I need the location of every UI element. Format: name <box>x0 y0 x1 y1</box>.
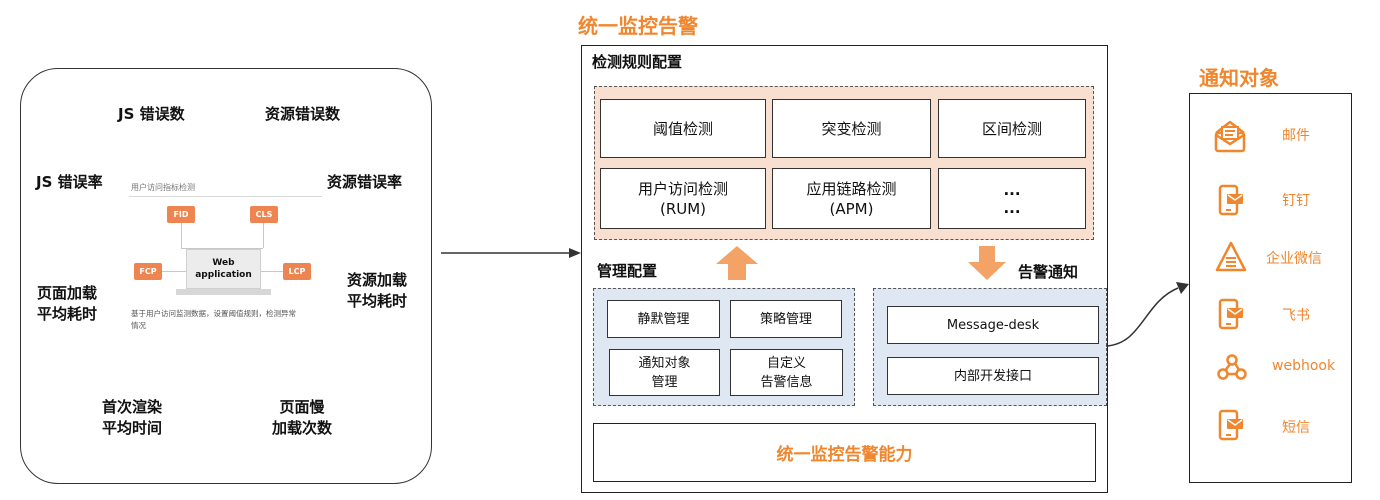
phone-message-icon <box>1218 409 1243 441</box>
main-title: 统一监控告警 <box>578 14 698 38</box>
management-config-label: 管理配置 <box>597 262 658 280</box>
mgmt-silence: 静默管理 <box>607 300 720 338</box>
up-arrow <box>716 246 758 280</box>
metric-js-error-rate: JS 错误率 <box>36 173 103 191</box>
rule-apm-detection: 应用链路检测 (APM) <box>772 168 931 229</box>
input-arrow <box>441 248 581 258</box>
notify-targets-frame <box>1189 93 1352 483</box>
thumb-tag-cls: CLS <box>250 206 278 223</box>
thumb-tag-lcp: LCP <box>283 263 311 280</box>
rule-rum-detection: 用户访问检测 (RUM) <box>600 168 766 229</box>
main-frame <box>581 45 1108 493</box>
down-arrow <box>968 246 1006 280</box>
rule-threshold-detection: 阈值检测 <box>600 99 766 158</box>
metric-js-error-count: JS 错误数 <box>118 105 185 123</box>
metric-slow-load: 页面慢 加载次数 <box>272 398 333 437</box>
rule-more: ... ... <box>938 168 1086 229</box>
notify-internal-api: 内部开发接口 <box>887 357 1099 395</box>
rule-config-label: 检测规则配置 <box>592 53 683 71</box>
rule-interval-detection: 区间检测 <box>938 99 1086 158</box>
thumb-tag-fcp: FCP <box>134 263 162 280</box>
rule-mutation-detection: 突变检测 <box>772 99 931 158</box>
notify-dingtalk-label: 钉钉 <box>1282 193 1310 209</box>
phone-message-icon <box>1218 184 1243 216</box>
metric-page-load-avg: 页面加载 平均耗时 <box>37 284 98 323</box>
mail-icon <box>1214 120 1246 153</box>
notify-message-desk: Message-desk <box>887 306 1099 344</box>
capability-bar: 统一监控告警能力 <box>593 423 1096 482</box>
phone-message-icon <box>1218 298 1243 330</box>
mgmt-custom-alert: 自定义 告警信息 <box>730 349 843 396</box>
web-application-stand <box>176 289 271 295</box>
notify-feishu-label: 飞书 <box>1282 308 1310 324</box>
notify-curve-arrow <box>1105 282 1189 347</box>
metric-resource-error-count: 资源错误数 <box>265 105 341 123</box>
notify-webhook-label: webhook <box>1272 358 1336 374</box>
thumbnail-description: 基于用户访问监测数据，设置阈值规则，检测异常 情况 <box>131 309 296 330</box>
notify-email-label: 邮件 <box>1282 128 1310 144</box>
thumbnail-divider <box>129 196 322 197</box>
metrics-panel <box>20 68 432 484</box>
metric-resource-load-avg: 资源加载 平均耗时 <box>347 271 408 310</box>
thumbnail-title: 用户访问指标检测 <box>131 183 195 192</box>
mgmt-strategy: 策略管理 <box>730 300 842 338</box>
alert-notify-label: 告警通知 <box>1018 263 1079 281</box>
notify-sms-label: 短信 <box>1282 420 1310 436</box>
metric-resource-error-rate: 资源错误率 <box>327 173 403 191</box>
warning-triangle-icon <box>1215 241 1247 272</box>
webhook-icon <box>1217 354 1247 380</box>
notify-targets-title: 通知对象 <box>1199 66 1279 90</box>
mgmt-notify-target: 通知对象 管理 <box>609 349 720 396</box>
web-application-box: Web application <box>186 249 261 289</box>
metric-first-render: 首次渲染 平均时间 <box>102 398 163 437</box>
notify-wecom-label: 企业微信 <box>1266 251 1322 267</box>
thumb-tag-fid: FID <box>167 206 195 223</box>
